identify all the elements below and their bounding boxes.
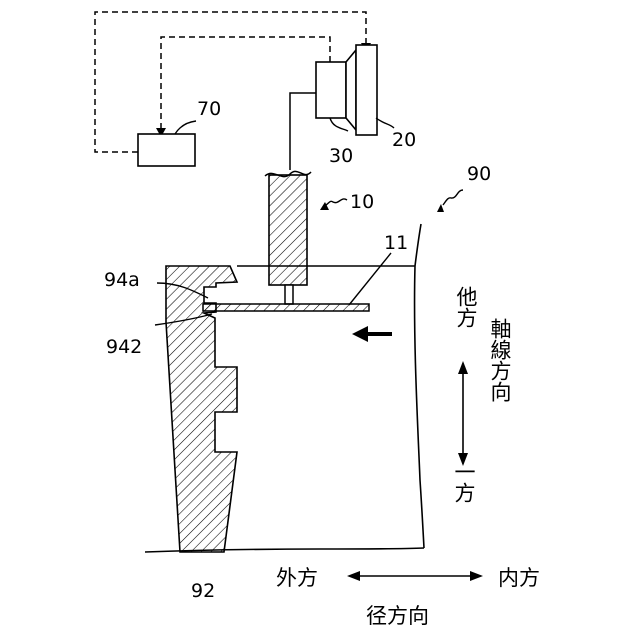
insert-direction-arrow: [352, 326, 392, 342]
label-942: 942: [106, 336, 142, 358]
sensor-plate-11: [203, 304, 369, 311]
label-90: 90: [467, 163, 491, 185]
ref-arrow-90: [437, 190, 463, 212]
detector-body-20: [346, 50, 356, 130]
label-11: 11: [384, 232, 408, 254]
signal-line-inner: [161, 37, 330, 130]
label-94a: 94a: [104, 269, 140, 291]
leader-20: [376, 118, 394, 128]
controller-box-70: [138, 134, 195, 166]
sensor-cable: [290, 93, 316, 170]
label-20: 20: [392, 129, 416, 151]
axial-direction-arrow: [458, 361, 468, 466]
leader-11: [349, 253, 391, 305]
amplifier-box-30: [316, 62, 346, 118]
radial-direction-label: 径方向: [366, 604, 429, 628]
label-10: 10: [350, 191, 374, 213]
axial-other-side-label: 他方: [454, 286, 478, 328]
label-30: 30: [329, 145, 353, 167]
axial-one-side-label: 一方: [452, 461, 476, 503]
axial-direction-label: 軸線方向: [488, 318, 512, 402]
label-92: 92: [191, 580, 215, 602]
leader-30: [330, 118, 348, 131]
label-70: 70: [197, 98, 221, 120]
radial-outer-side-label: 外方: [276, 566, 318, 590]
leader-70: [175, 121, 196, 134]
radial-inner-side-label: 内方: [498, 566, 540, 590]
ref-arrow-10: [320, 199, 347, 210]
detector-plate-20: [356, 45, 377, 135]
radial-direction-arrow: [347, 571, 483, 581]
probe-pin: [285, 285, 293, 304]
housing-right-wall: [415, 224, 424, 548]
probe-rod-10: [269, 175, 307, 285]
